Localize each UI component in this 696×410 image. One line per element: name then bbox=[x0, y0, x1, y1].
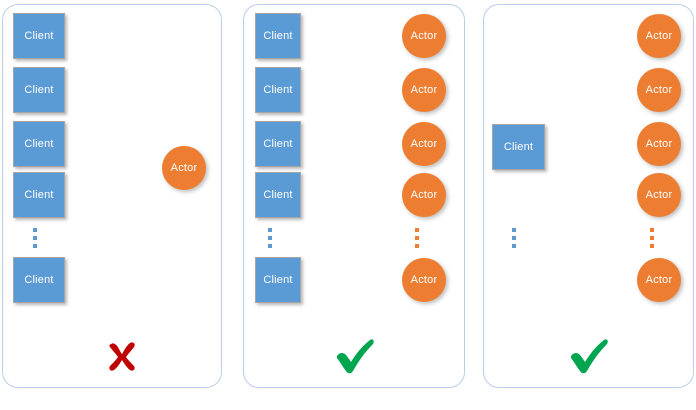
actor-node[interactable]: Actor bbox=[162, 146, 206, 190]
actor-node-label: Actor bbox=[170, 162, 198, 174]
actor-node[interactable]: Actor bbox=[637, 68, 681, 112]
actor-node[interactable]: Actor bbox=[637, 173, 681, 217]
client-node-label: Client bbox=[24, 30, 54, 42]
client-node[interactable]: Client bbox=[13, 172, 65, 218]
client-node-label: Client bbox=[263, 189, 293, 201]
actor-node-label: Actor bbox=[645, 274, 673, 286]
vertical-ellipsis-icon bbox=[268, 228, 272, 248]
client-node[interactable]: Client bbox=[255, 172, 301, 218]
client-node-label: Client bbox=[263, 84, 293, 96]
actor-node-label: Actor bbox=[645, 30, 673, 42]
actor-node[interactable]: Actor bbox=[637, 258, 681, 302]
vertical-ellipsis-icon bbox=[33, 228, 37, 248]
check-icon bbox=[566, 332, 612, 378]
actor-node[interactable]: Actor bbox=[402, 14, 446, 58]
vertical-ellipsis-icon bbox=[512, 228, 516, 248]
actor-node[interactable]: Actor bbox=[402, 68, 446, 112]
actor-node-label: Actor bbox=[410, 274, 438, 286]
client-node-label: Client bbox=[24, 138, 54, 150]
client-node[interactable]: Client bbox=[255, 67, 301, 113]
client-node-label: Client bbox=[263, 30, 293, 42]
client-node-label: Client bbox=[263, 138, 293, 150]
cross-icon bbox=[99, 332, 145, 378]
vertical-ellipsis-icon bbox=[415, 228, 419, 248]
client-node[interactable]: Client bbox=[13, 257, 65, 303]
client-node[interactable]: Client bbox=[255, 121, 301, 167]
check-glyph bbox=[571, 339, 608, 374]
vertical-ellipsis-icon bbox=[650, 228, 654, 248]
actor-node[interactable]: Actor bbox=[402, 258, 446, 302]
client-node[interactable]: Client bbox=[492, 124, 545, 170]
cross-glyph bbox=[109, 342, 135, 371]
client-node-label: Client bbox=[503, 141, 534, 153]
actor-node-label: Actor bbox=[410, 84, 438, 96]
actor-node[interactable]: Actor bbox=[402, 173, 446, 217]
check-glyph bbox=[337, 339, 374, 374]
client-node-label: Client bbox=[24, 274, 54, 286]
actor-node-label: Actor bbox=[645, 84, 673, 96]
actor-node[interactable]: Actor bbox=[402, 122, 446, 166]
check-icon bbox=[332, 332, 378, 378]
client-node[interactable]: Client bbox=[255, 257, 301, 303]
actor-node-label: Actor bbox=[645, 189, 673, 201]
actor-node[interactable]: Actor bbox=[637, 122, 681, 166]
client-node[interactable]: Client bbox=[13, 121, 65, 167]
client-node-label: Client bbox=[24, 84, 54, 96]
actor-node[interactable]: Actor bbox=[637, 14, 681, 58]
client-node[interactable]: Client bbox=[255, 13, 301, 59]
actor-node-label: Actor bbox=[410, 138, 438, 150]
client-node-label: Client bbox=[263, 274, 293, 286]
actor-node-label: Actor bbox=[410, 189, 438, 201]
client-node-label: Client bbox=[24, 189, 54, 201]
actor-node-label: Actor bbox=[645, 138, 673, 150]
actor-node-label: Actor bbox=[410, 30, 438, 42]
client-node[interactable]: Client bbox=[13, 67, 65, 113]
client-node[interactable]: Client bbox=[13, 13, 65, 59]
